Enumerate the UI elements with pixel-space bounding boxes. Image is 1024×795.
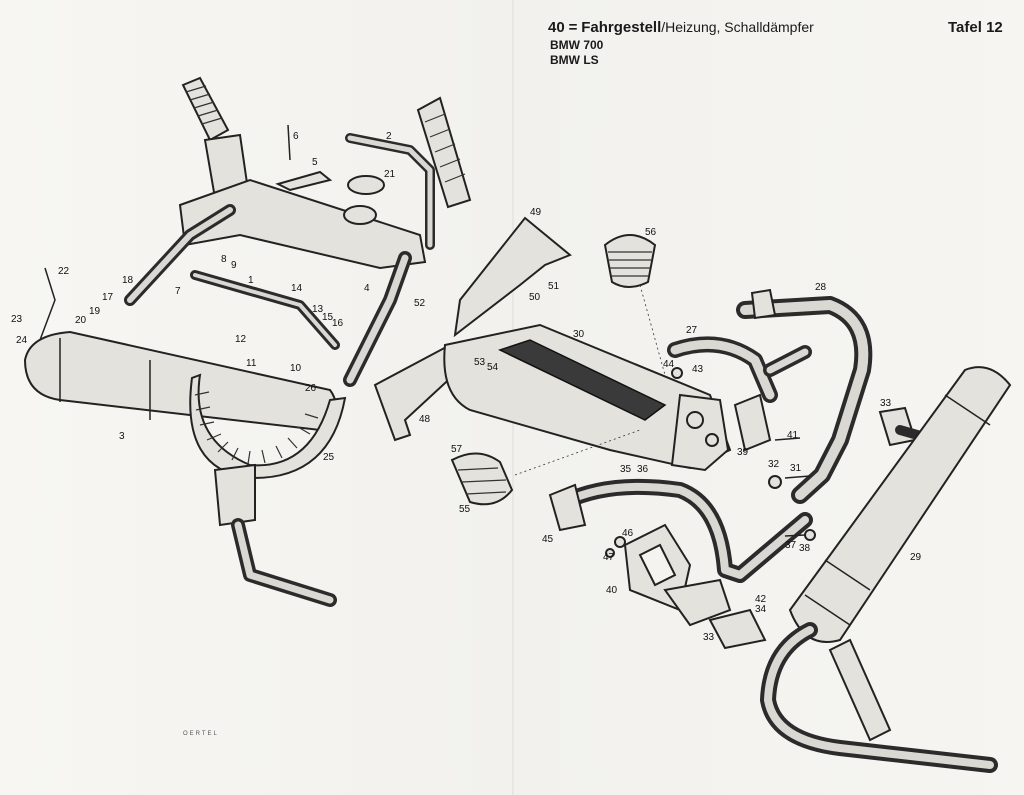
model-bmw-700: BMW 700 [550,38,604,52]
model-bmw-ls: BMW LS [550,53,599,67]
callout-30: 30 [573,329,585,340]
callout-54: 54 [487,362,499,373]
callout-46: 46 [622,528,634,539]
callout-56: 56 [645,227,657,238]
callout-52: 52 [414,298,426,309]
right-assembly-drawing [548,288,1012,773]
callout-14: 14 [291,283,303,294]
callout-6: 6 [293,131,299,142]
callout-50: 50 [529,292,541,303]
callout-35: 35 [620,464,632,475]
callout-53: 53 [474,357,486,368]
group-title: 40 = Fahrgestell/Heizung, Schalldämpfer [548,19,814,36]
callout-33: 33 [880,398,892,409]
callout-32: 32 [768,459,780,470]
callout-22: 22 [58,266,70,277]
callout-3: 3 [119,431,125,442]
callout-28: 28 [815,282,827,293]
callout-labels: 1234567891011121314151617181920212223242… [11,131,922,643]
maker-mark: OERTEL [183,731,219,737]
callout-8: 8 [221,254,227,265]
callout-45: 45 [542,534,554,545]
callout-17: 17 [102,292,114,303]
callout-43: 43 [692,364,704,375]
callout-48: 48 [419,414,431,425]
callout-24: 24 [16,335,28,346]
callout-25: 25 [323,452,335,463]
callout-7: 7 [175,286,181,297]
callout-44: 44 [663,359,675,370]
callout-23: 23 [11,314,23,325]
left-assembly-drawing [23,76,472,607]
plate-number: Tafel 12 [948,19,1003,36]
callout-31: 31 [790,463,802,474]
callout-57: 57 [451,444,463,455]
callout-51: 51 [548,281,560,292]
callout-10: 10 [290,363,302,374]
callout-39: 39 [737,447,749,458]
callout-4: 4 [364,283,370,294]
callout-55: 55 [459,504,471,515]
callout-13: 13 [312,304,324,315]
callout-2: 2 [386,131,392,142]
callout-40: 40 [606,585,618,596]
callout-33: 33 [703,632,715,643]
callout-42: 42 [755,594,767,605]
callout-1: 1 [248,275,254,286]
callout-47: 47 [603,552,615,563]
callout-12: 12 [235,334,247,345]
callout-34: 34 [755,604,767,615]
callout-38: 38 [799,543,811,554]
callout-16: 16 [332,318,344,329]
callout-9: 9 [231,260,237,271]
callout-26: 26 [305,383,317,394]
callout-27: 27 [686,325,698,336]
callout-36: 36 [637,464,649,475]
callout-19: 19 [89,306,101,317]
callout-41: 41 [787,430,799,441]
callout-29: 29 [910,552,922,563]
callout-20: 20 [75,315,87,326]
callout-21: 21 [384,169,396,180]
callout-5: 5 [312,157,318,168]
callout-18: 18 [122,275,134,286]
callout-49: 49 [530,207,542,218]
callout-15: 15 [322,312,334,323]
callout-11: 11 [246,358,257,369]
center-assembly-drawing [373,216,732,506]
callout-37: 37 [785,540,797,551]
